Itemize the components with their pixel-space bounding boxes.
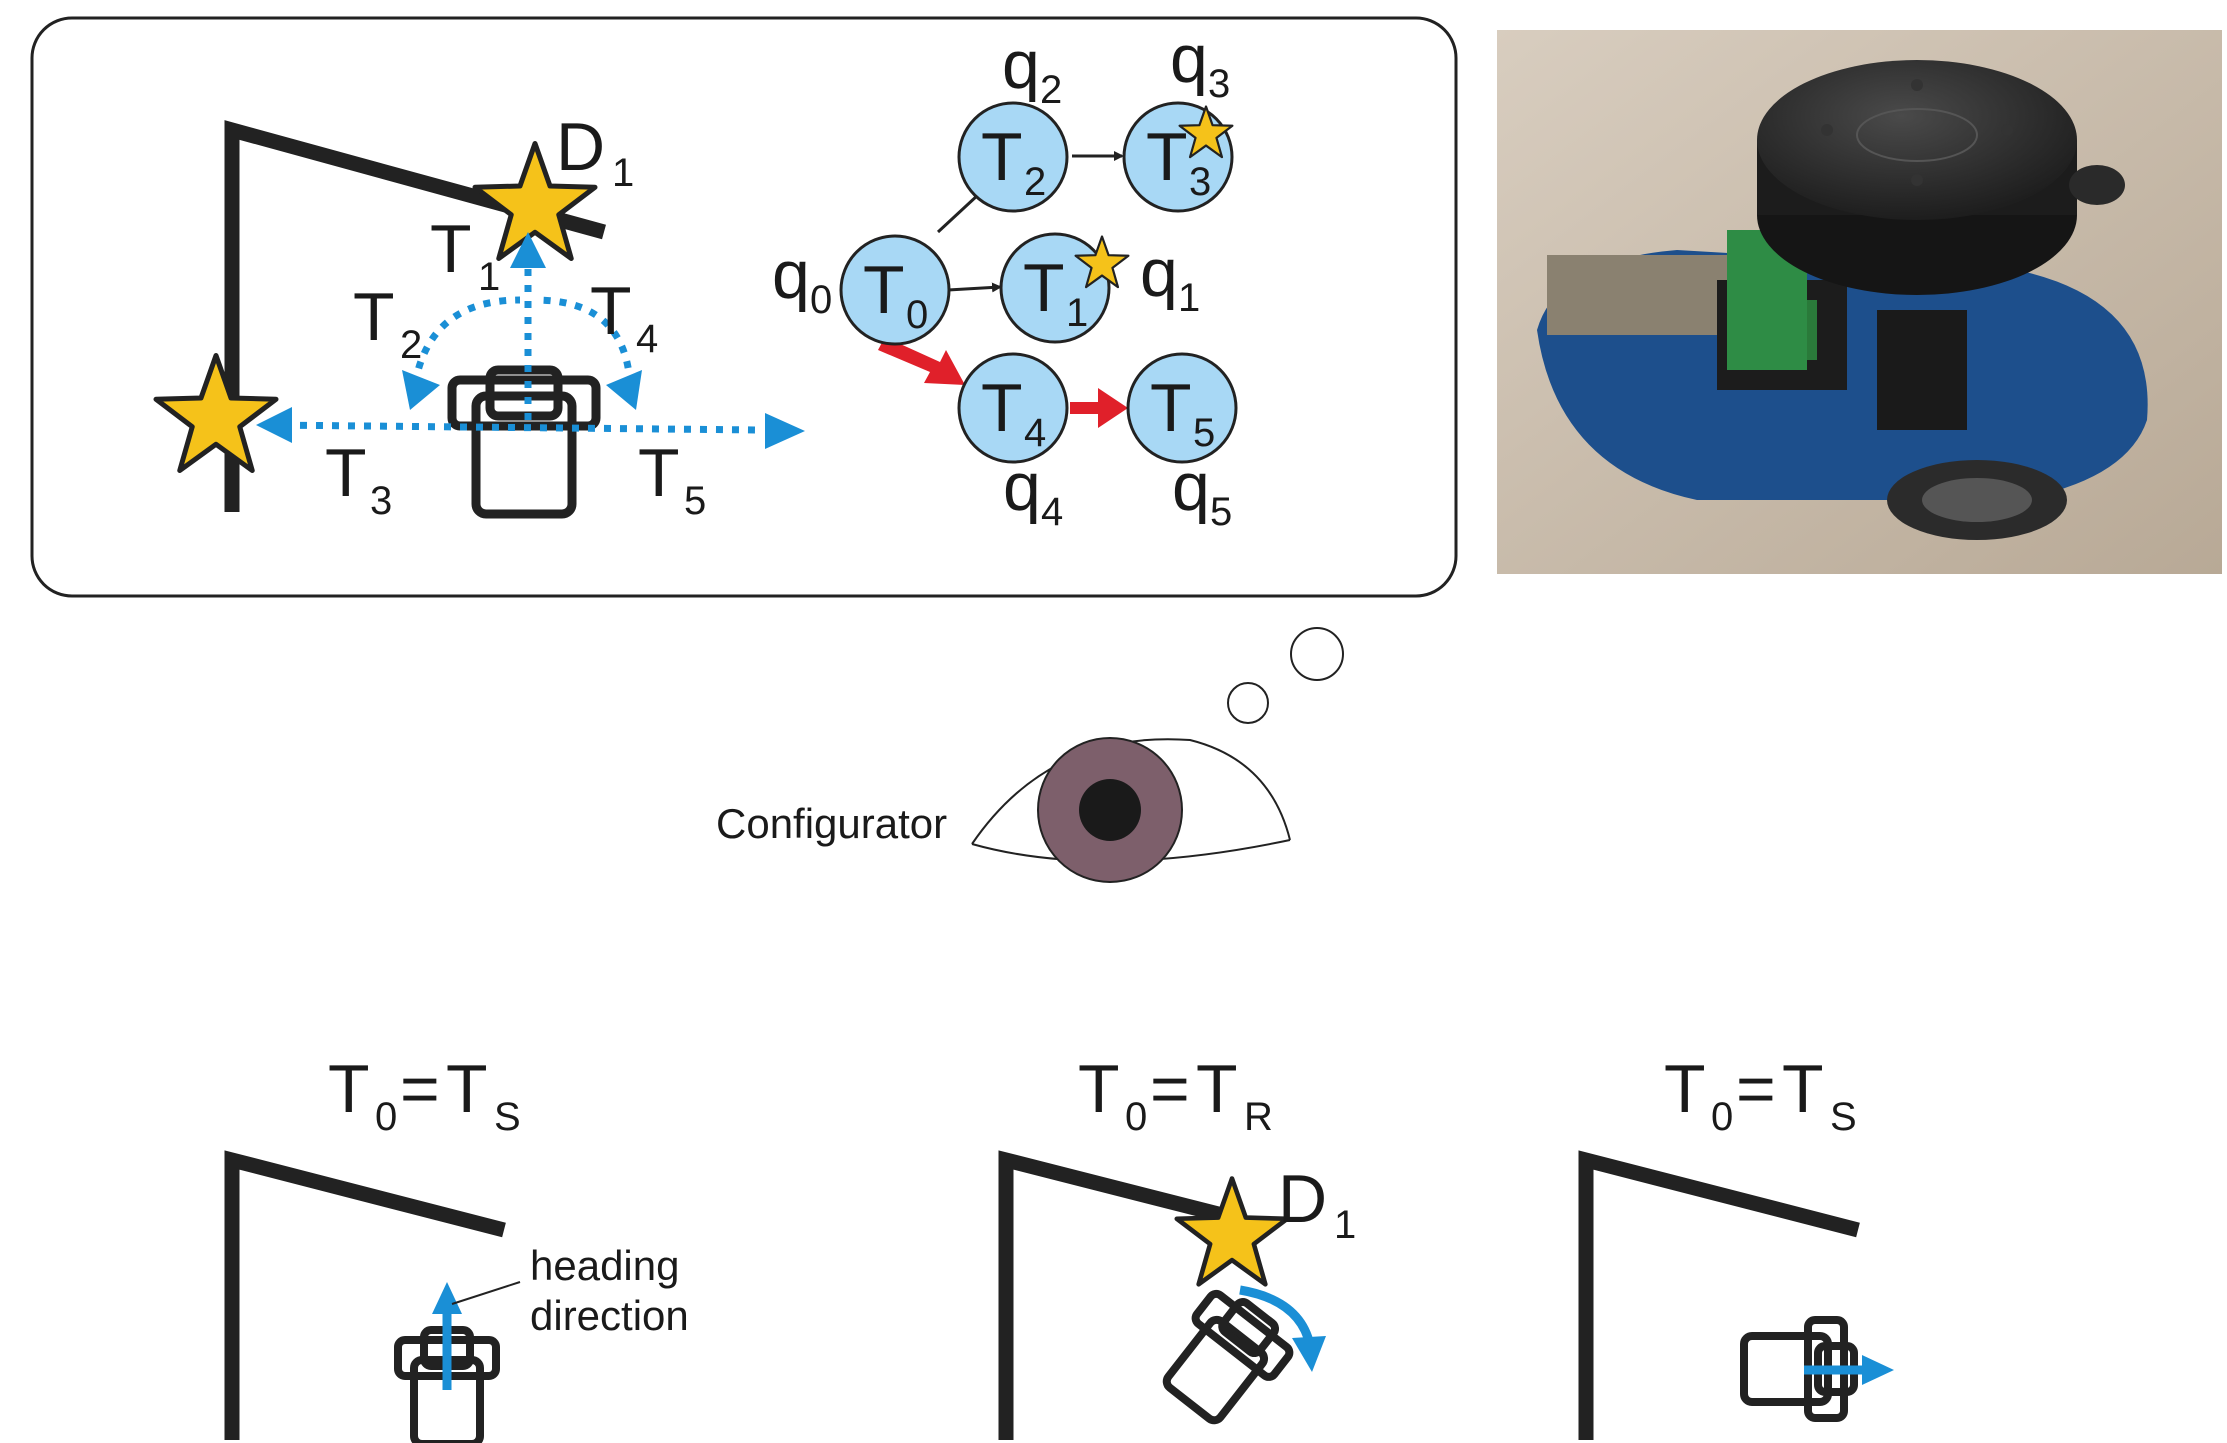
state-index: 4 xyxy=(1041,490,1063,534)
thrust-index: 4 xyxy=(636,317,658,361)
svg-text:3: 3 xyxy=(1189,160,1211,204)
automaton-node: T 1 xyxy=(999,232,1130,344)
svg-text:T: T xyxy=(981,119,1023,195)
automaton-node: T 5 xyxy=(1126,352,1238,464)
robot-icon xyxy=(447,365,601,519)
panel-2: T 0 = T R D 1 xyxy=(998,1051,1356,1440)
eye-icon xyxy=(971,737,1291,883)
arrowhead-icon xyxy=(256,232,805,449)
panel-3: T 0 = T S xyxy=(1578,1051,1894,1440)
state-label: q xyxy=(1172,449,1210,525)
automaton-node: T 4 xyxy=(957,352,1069,464)
svg-text:T: T xyxy=(1023,250,1065,326)
rotation-arrow xyxy=(1239,1285,1315,1347)
svg-text:S: S xyxy=(1830,1095,1857,1139)
automaton-node: T 3 xyxy=(1122,101,1234,213)
scene-frame xyxy=(30,16,1458,598)
svg-text:T: T xyxy=(328,1051,370,1127)
svg-text:T: T xyxy=(1078,1051,1120,1127)
robot-icon xyxy=(1162,1289,1294,1425)
svg-text:0: 0 xyxy=(1711,1095,1733,1139)
thrust-label: T xyxy=(353,279,395,355)
arrowhead-icon xyxy=(1862,1355,1894,1385)
state-index: 1 xyxy=(1178,276,1200,320)
state-index: 0 xyxy=(810,278,832,322)
thrust-label: T xyxy=(638,435,680,511)
svg-text:S: S xyxy=(494,1095,521,1139)
svg-text:0: 0 xyxy=(1125,1095,1147,1139)
svg-text:D: D xyxy=(1278,1161,1327,1237)
state-label: q xyxy=(772,237,810,313)
thrust-label: T xyxy=(430,211,472,287)
state-index: 3 xyxy=(1208,62,1230,106)
svg-text:0: 0 xyxy=(906,293,928,337)
automaton-node: T 2 xyxy=(957,101,1069,213)
observer-label: Configurator xyxy=(716,800,947,847)
svg-text:T: T xyxy=(1664,1051,1706,1127)
robot-photo xyxy=(1497,30,2222,574)
svg-text:=: = xyxy=(1736,1051,1776,1127)
svg-text:T: T xyxy=(1782,1051,1824,1127)
svg-text:=: = xyxy=(1150,1051,1190,1127)
thrust-index: 3 xyxy=(370,479,392,523)
robot-photo-illustration xyxy=(1497,30,2222,574)
panel-1: T 0 = T S heading direction xyxy=(224,1051,689,1443)
svg-text:1: 1 xyxy=(1066,291,1088,335)
svg-text:T: T xyxy=(446,1051,488,1127)
landmark-index: 1 xyxy=(612,151,634,195)
state-index: 2 xyxy=(1040,68,1062,112)
annotation-text: direction xyxy=(530,1292,689,1339)
thrust-label: T xyxy=(590,273,632,349)
thought-bubble xyxy=(1227,682,1269,724)
annotation-text: heading xyxy=(530,1242,679,1289)
svg-text:2: 2 xyxy=(1024,160,1046,204)
svg-text:1: 1 xyxy=(1334,1203,1356,1247)
thrust-index: 5 xyxy=(684,479,706,523)
state-index: 5 xyxy=(1210,490,1232,534)
annotation-leader xyxy=(451,1281,521,1305)
svg-text:5: 5 xyxy=(1193,411,1215,455)
wall xyxy=(224,120,606,512)
state-label: q xyxy=(1002,27,1040,103)
svg-text:T: T xyxy=(981,370,1023,446)
svg-text:T: T xyxy=(863,252,905,328)
thought-bubble xyxy=(1290,627,1344,681)
svg-text:T: T xyxy=(1150,370,1192,446)
thrust-index: 2 xyxy=(400,323,422,367)
thrust-arrows xyxy=(267,262,761,434)
star-icon xyxy=(1177,1179,1287,1285)
automaton-red-edges xyxy=(878,337,1128,428)
svg-text:T: T xyxy=(1146,119,1188,195)
svg-text:R: R xyxy=(1244,1095,1273,1139)
state-label: q xyxy=(1170,21,1208,97)
state-label: q xyxy=(1003,449,1041,525)
landmark-label: D xyxy=(556,109,605,185)
state-label: q xyxy=(1140,235,1178,311)
automaton-node: T 0 xyxy=(839,234,951,346)
thrust-index: 1 xyxy=(478,255,500,299)
arrowhead-icon xyxy=(432,1282,462,1314)
svg-text:T: T xyxy=(1196,1051,1238,1127)
svg-text:0: 0 xyxy=(375,1095,397,1139)
svg-text:4: 4 xyxy=(1024,411,1046,455)
arrowhead-icon xyxy=(1292,1336,1326,1372)
thrust-label: T xyxy=(325,435,367,511)
svg-text:=: = xyxy=(400,1051,440,1127)
